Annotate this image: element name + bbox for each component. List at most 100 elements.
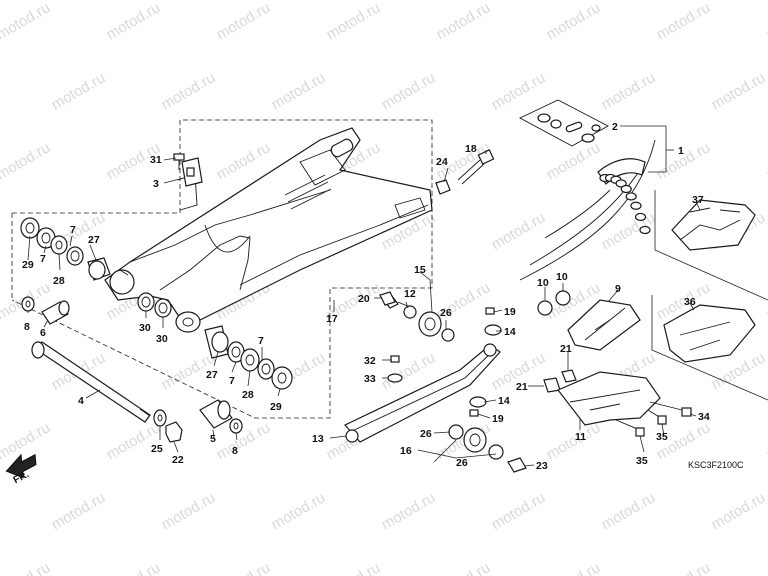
collar-14-upper [484,324,502,336]
watermark-text: motod.ru [104,0,164,43]
callout-34: 34 [698,411,710,423]
callout-28a: 28 [53,275,65,287]
chain-guide-11 [557,371,661,426]
callout-1: 1 [678,145,684,157]
watermark-text: motod.ru [0,559,53,576]
callout-23: 23 [536,460,548,472]
screw-32 [390,355,400,363]
callout-36: 36 [684,296,696,308]
bolt-34 [649,401,692,417]
callout-26a: 26 [440,307,452,319]
nut-24 [435,179,451,195]
chain-guide-slider-9 [567,299,641,351]
watermark-text: motod.ru [214,0,274,43]
front-arrow [5,453,37,479]
watermark-text: motod.ru [599,489,659,533]
washer-33 [387,373,403,383]
callout-15: 15 [414,264,426,276]
callout-12: 12 [404,288,416,300]
chain-link [634,212,647,222]
callout-3: 3 [153,178,159,190]
callout-37: 37 [692,194,704,206]
watermark-text: motod.ru [764,0,768,43]
callout-6: 6 [40,327,46,339]
leader-lines [27,125,701,467]
watermark-text: motod.ru [489,69,549,113]
bolt-18 [457,149,495,185]
screw-19-upper [485,307,495,315]
pivot-bolt-4 [31,341,151,423]
collar-10-b [555,290,571,306]
callout-29a: 29 [22,259,34,271]
callout-33: 33 [364,373,376,385]
master-link-kit [519,99,609,147]
washer-8-bottom [229,418,243,434]
watermark-text: motod.ru [654,559,714,576]
callout-20: 20 [358,293,370,305]
callout-14a: 14 [504,326,516,338]
callouts: 31 3 7 27 29 7 28 8 6 30 30 27 7 28 7 29… [22,121,710,472]
callout-7b: 7 [40,253,46,265]
watermark-text: motod.ru [544,419,604,463]
bracket-3 [181,157,203,187]
callout-27b: 27 [206,369,218,381]
callout-29b: 29 [270,401,282,413]
chain-link [639,225,651,235]
chain-link [630,201,642,210]
callout-35b: 35 [636,455,648,467]
chain-link [615,179,627,188]
callout-19b: 19 [492,413,504,425]
watermark-text: motod.ru [434,0,494,43]
callout-7a: 7 [70,224,76,236]
bolt-31 [173,153,185,170]
chain-link [625,192,637,201]
watermark-text: motod.ru [379,489,439,533]
watermark-text: motod.ru [544,559,604,576]
callout-32: 32 [364,355,376,367]
nut-21-a [561,369,577,383]
guide-37-box [654,190,768,301]
watermark-text: motod.ru [104,419,164,463]
callout-21b: 21 [516,381,528,393]
watermark-text: motod.ru [324,0,384,43]
callout-17: 17 [326,313,338,325]
callout-22: 22 [172,454,184,466]
watermark-text: motod.ru [764,279,768,323]
callout-9: 9 [615,283,621,295]
watermark-text: motod.ru [324,559,384,576]
watermark-text: motod.ru [159,69,219,113]
callout-8b: 8 [232,445,238,457]
screw-19-lower [469,409,479,417]
swingarm [104,127,433,333]
washer-25 [153,409,167,427]
callout-5: 5 [210,433,216,445]
watermark-text: motod.ru [654,0,714,43]
chain-guide-36 [663,304,756,363]
bolt-35-a [647,409,667,425]
diagram-code: KSC3F2100C [688,460,744,470]
bushing-6 [41,300,70,325]
watermark-text: motod.ru [269,69,329,113]
watermark-text: motod.ru [489,489,549,533]
watermark-text: motod.ru [269,489,329,533]
callout-11: 11 [575,431,586,443]
chain-guide-slider-37 [671,199,756,251]
watermark-text: motod.ru [214,419,274,463]
callout-7c: 7 [229,375,235,387]
swingarm-group-outline [11,119,433,419]
nut-22 [165,421,183,443]
callout-26b: 26 [420,428,432,440]
watermark-text: motod.ru [159,489,219,533]
callout-27a: 27 [88,234,100,246]
watermark-text: motod.ru [434,559,494,576]
watermark-text: motod.ru [214,559,274,576]
chain-links [599,173,651,235]
watermark-text: motod.ru [764,419,768,463]
callout-18: 18 [465,143,477,155]
watermark-text: motod.ru [544,139,604,183]
callout-25: 25 [151,443,163,455]
callout-10a: 10 [537,277,549,289]
callout-24: 24 [436,156,448,168]
watermark-text: motod.ru [0,139,53,183]
callout-4: 4 [78,395,84,407]
